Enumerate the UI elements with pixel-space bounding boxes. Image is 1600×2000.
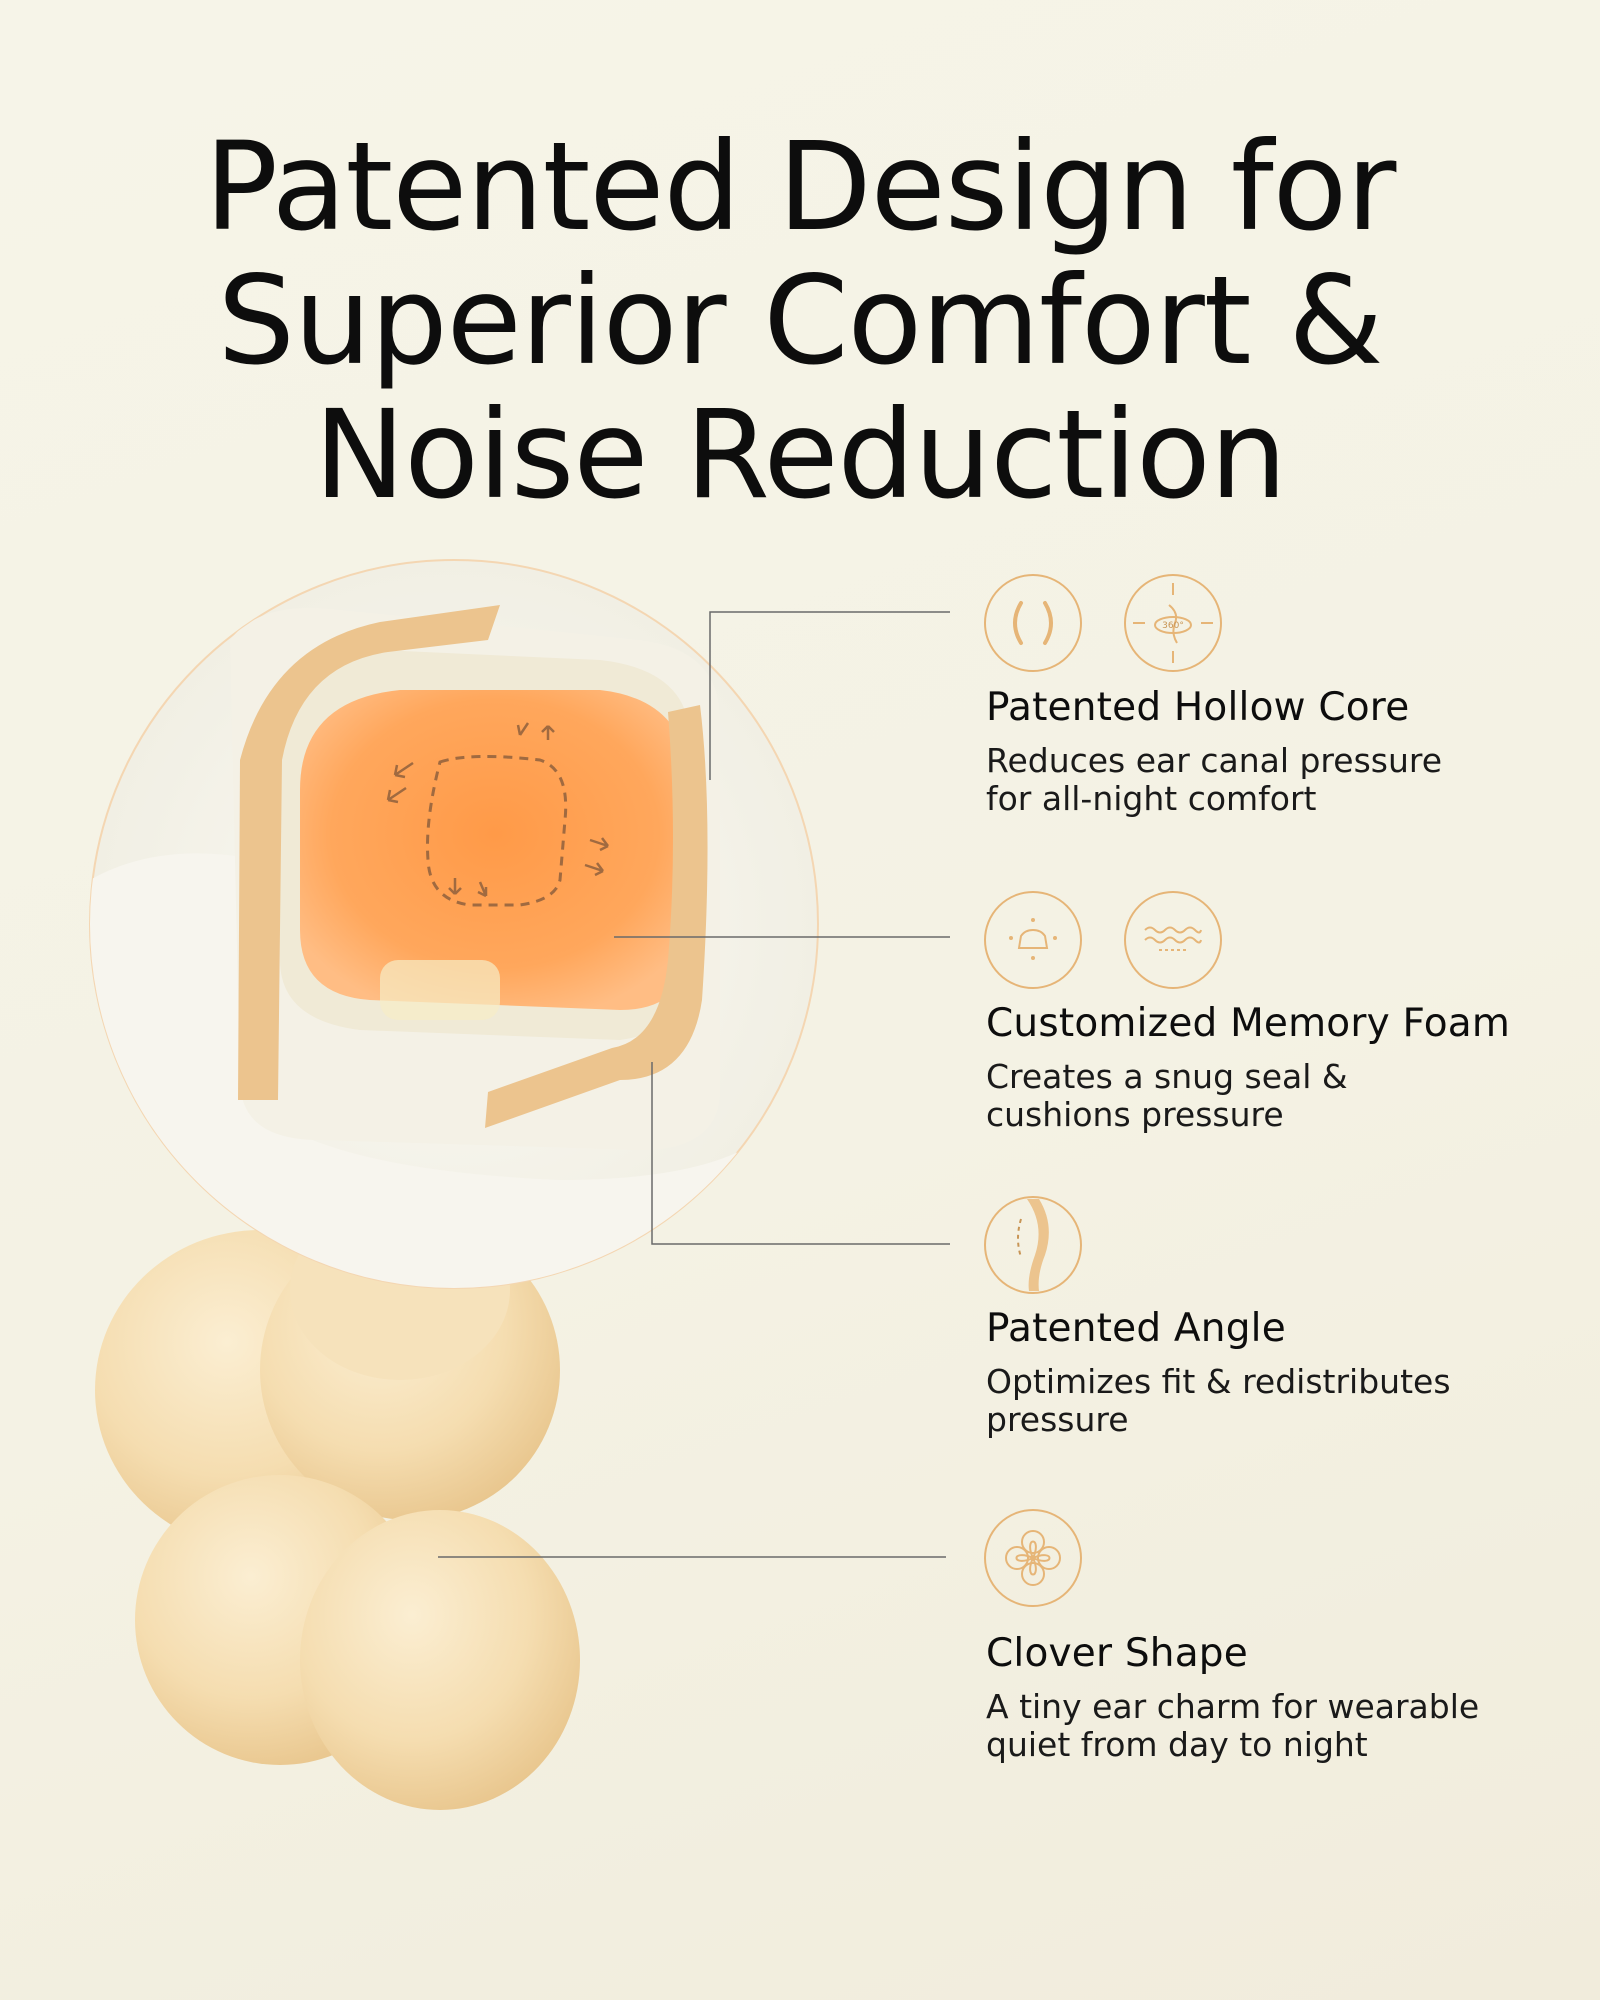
title-line-1: Patented Design for (204, 116, 1397, 258)
feature-title: Customized Memory Foam (986, 1001, 1511, 1046)
icon-360-label: 360° (1162, 621, 1184, 631)
feature-clover-shape: Clover Shape A tiny ear charm for wearab… (986, 1630, 1586, 1764)
desc-line-2: cushions pressure (986, 1095, 1284, 1134)
feature-hollow-core: Patented Hollow Core Reduces ear canal p… (986, 684, 1586, 818)
desc-line-1: Creates a snug seal & (986, 1057, 1348, 1096)
feature-description: Optimizes fit & redistributes pressure (986, 1363, 1586, 1439)
sound-wave-icon (1123, 890, 1223, 990)
rotation-360-icon: 360° (1123, 573, 1223, 673)
desc-line-1: Reduces ear canal pressure (986, 741, 1443, 780)
clover-icon (983, 1508, 1083, 1608)
desc-line-2: for all-night comfort (986, 779, 1317, 818)
desc-line-2: quiet from day to night (986, 1725, 1368, 1764)
desc-line-1: Optimizes fit & redistributes (986, 1362, 1451, 1401)
desc-line-1: A tiny ear charm for wearable (986, 1687, 1480, 1726)
title-line-2: Superior Comfort & (217, 250, 1383, 392)
feature-title: Patented Hollow Core (986, 685, 1410, 730)
clover-body (95, 1200, 580, 1810)
angle-icon (983, 1195, 1083, 1295)
page-title: Patented Design for Superior Comfort & N… (0, 120, 1600, 522)
callout-lines (438, 611, 950, 1558)
feature-description: Reduces ear canal pressure for all-night… (986, 742, 1586, 818)
title-line-3: Noise Reduction (313, 384, 1287, 526)
feature-description: Creates a snug seal & cushions pressure (986, 1058, 1586, 1134)
magnified-view (89, 559, 819, 1289)
feature-title: Patented Angle (986, 1306, 1286, 1351)
memory-foam-icon (983, 890, 1083, 990)
hollow-core-icon (983, 573, 1083, 673)
feature-description: A tiny ear charm for wearable quiet from… (986, 1688, 1586, 1764)
feature-title: Clover Shape (986, 1631, 1248, 1676)
feature-memory-foam: Customized Memory Foam Creates a snug se… (986, 1000, 1586, 1134)
desc-line-2: pressure (986, 1400, 1129, 1439)
feature-patented-angle: Patented Angle Optimizes fit & redistrib… (986, 1305, 1586, 1439)
